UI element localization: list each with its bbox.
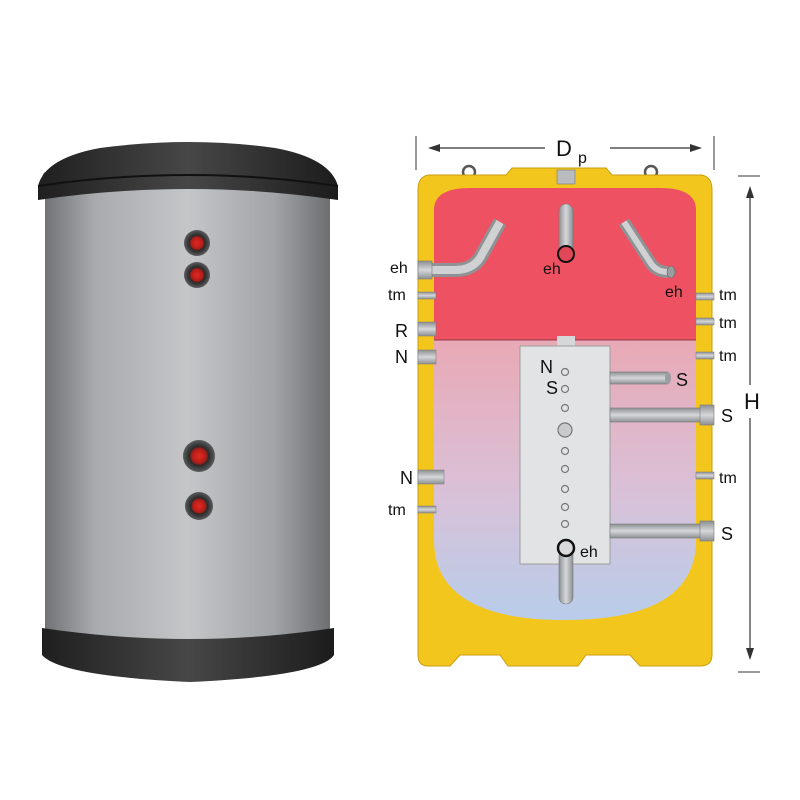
label-s-middle: S [721,406,733,426]
label-tm-right-3: tm [719,348,737,365]
label-s-inner: S [546,378,558,398]
label-eh-left-outer: eh [390,260,408,277]
tank-bottom-band [42,628,334,682]
tank-port-4 [185,492,213,520]
tm-fitting-right-2 [695,317,715,326]
tm-fitting-right-3 [695,351,715,360]
diameter-subscript: p [578,150,587,167]
eh-pipe-left [417,218,507,280]
tank-port-1 [184,230,210,256]
tm-fitting-right-1 [695,292,715,301]
tank-jacket [42,172,333,657]
tm-fitting-right-4 [695,471,715,480]
height-label: H [744,389,760,414]
tank-port-3 [183,440,215,472]
tank-top-rim [37,174,339,187]
diameter-dimension: D p [415,136,715,170]
s-pipe-middle [609,404,715,426]
n-fitting-lower [417,469,445,485]
r-fitting [417,321,437,337]
tank-photo [37,142,339,682]
label-tm-right-2: tm [719,315,737,332]
label-tm-left-2: tm [388,502,406,519]
label-s-upper: S [676,370,688,390]
tank-port-2 [184,262,210,288]
label-eh-center: eh [543,261,561,278]
label-eh-bottom: eh [580,544,598,561]
tm-fitting-left-2 [417,505,437,514]
s-pipe-inner [609,371,671,385]
inner-tank-cap [557,336,575,346]
label-tm-left-1: tm [388,287,406,304]
label-tm-right-1: tm [719,287,737,304]
top-connection [556,169,576,185]
label-n-lower: N [400,468,413,488]
diameter-label: D [556,136,572,161]
tm-fitting-left-1 [417,291,437,300]
n-fitting-upper [417,349,437,365]
inner-cylinder-holes [557,367,573,529]
eh-pipe-bottom [556,538,576,605]
height-dimension: H [738,175,760,673]
label-n-inner: N [540,357,553,377]
label-eh-right: eh [665,284,683,301]
label-r: R [395,321,408,341]
label-tm-right-4: tm [719,470,737,487]
label-s-lower: S [721,524,733,544]
tank-diagram: D p H [388,136,760,673]
label-n-upper: N [395,347,408,367]
eh-pipe-right [618,218,676,279]
tank-top-band [38,142,338,200]
s-pipe-lower [609,520,715,542]
eh-pipe-center [557,203,575,263]
